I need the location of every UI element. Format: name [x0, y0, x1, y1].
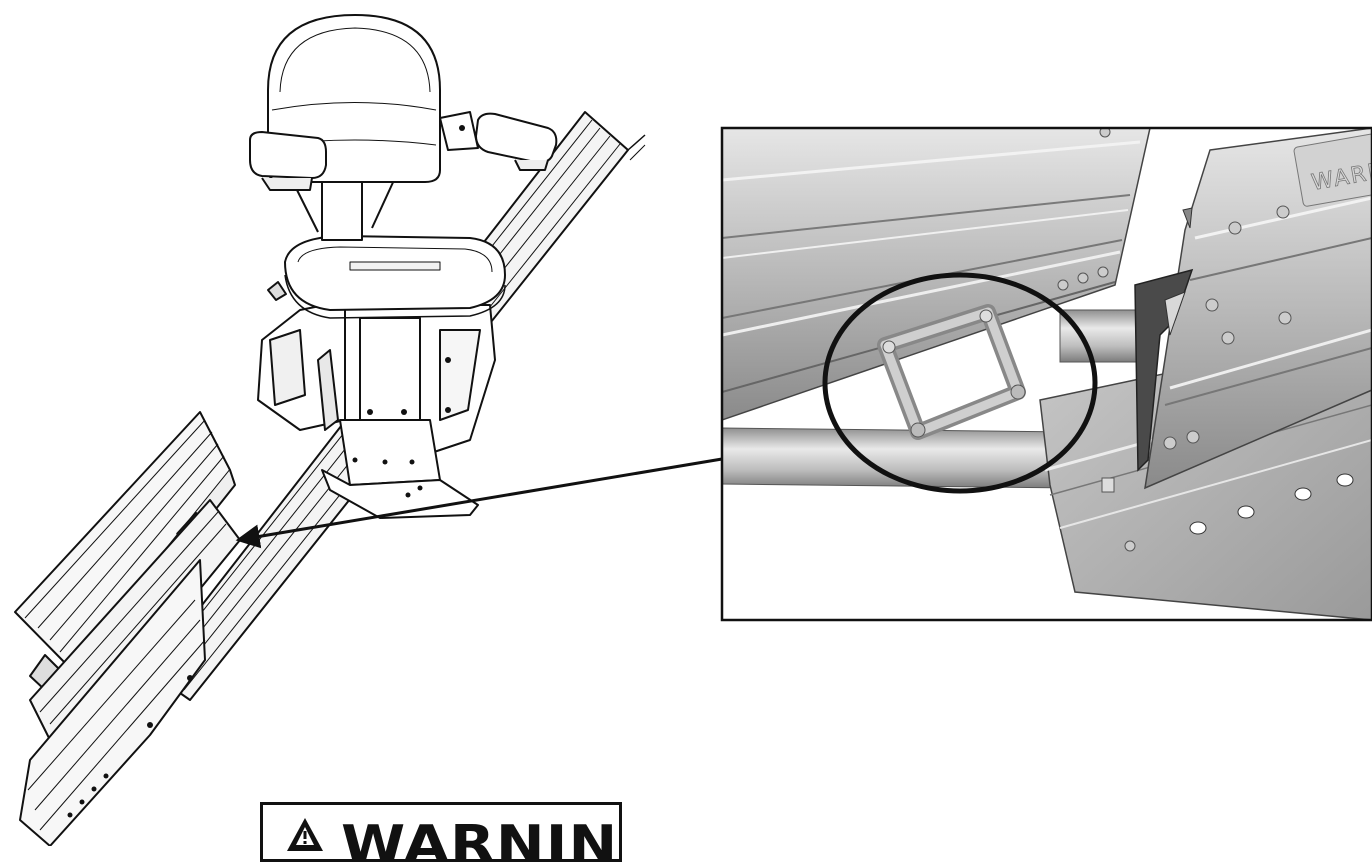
- warning-box: WARNING: [260, 802, 622, 862]
- armrest-right: [439, 111, 558, 171]
- armrest-left: [249, 131, 327, 191]
- inset-frame: [720, 126, 1372, 622]
- callout-arrow: [235, 456, 729, 549]
- detail-inset: WARN: [720, 126, 1372, 622]
- upright-rail-detail: WARN: [1144, 128, 1372, 490]
- seat-chassis: [344, 304, 496, 456]
- handle-bracket: [877, 304, 1026, 440]
- clamp-bracket: [1134, 207, 1194, 472]
- seat-cushion: [267, 235, 506, 319]
- highlight-circle: [822, 272, 1098, 494]
- carriage-housing: [257, 299, 351, 431]
- stairlift-drawing: [14, 14, 646, 846]
- warning-label: WARNING: [341, 815, 619, 862]
- warning-triangle-icon: [287, 818, 323, 851]
- backrest-post: [291, 149, 441, 241]
